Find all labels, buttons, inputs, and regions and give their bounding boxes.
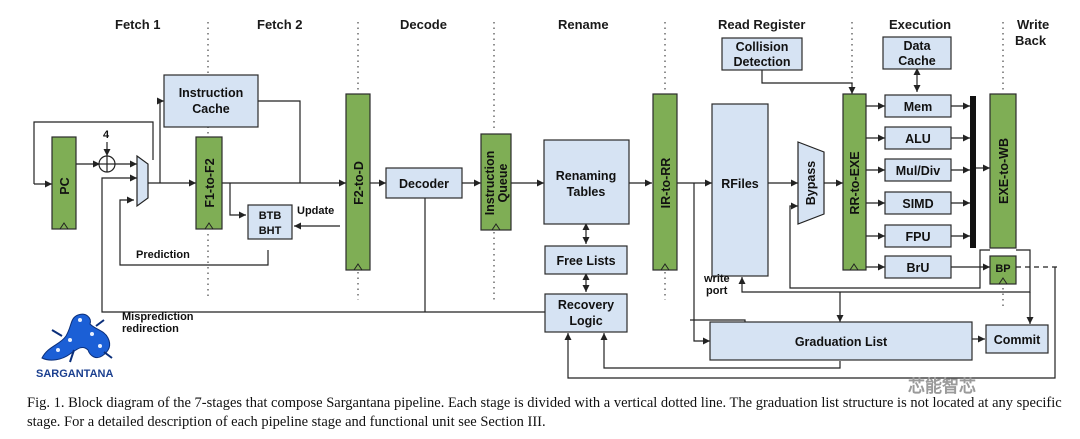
unit-alu: ALU <box>884 126 952 150</box>
svg-text:Graduation List: Graduation List <box>795 335 888 349</box>
exe-to-wb-register: EXE-to-WB <box>989 93 1017 249</box>
register-files: RFiles <box>711 103 769 277</box>
recovery-logic: Recovery Logic <box>544 293 628 333</box>
svg-text:BTB: BTB <box>259 210 282 222</box>
unit-mem: Mem <box>884 94 952 118</box>
bp-register: BP <box>989 255 1017 285</box>
svg-text:BP: BP <box>995 263 1010 275</box>
svg-text:EXE-to-WB: EXE-to-WB <box>997 138 1011 204</box>
svg-text:Recovery: Recovery <box>558 298 614 312</box>
stage-rename: Rename <box>558 17 609 32</box>
f1-to-f2-register: F1-to-F2 <box>195 136 223 230</box>
commit: Commit <box>985 324 1049 354</box>
svg-text:SIMD: SIMD <box>902 197 933 211</box>
rr-to-exe-register: RR-to-EXE <box>842 93 867 271</box>
svg-text:RFiles: RFiles <box>721 177 759 191</box>
svg-text:F2-to-D: F2-to-D <box>352 161 366 205</box>
svg-text:Commit: Commit <box>994 333 1041 347</box>
svg-text:FPU: FPU <box>906 230 931 244</box>
renaming-tables: Renaming Tables <box>543 139 630 225</box>
svg-text:BrU: BrU <box>907 261 930 275</box>
svg-text:Data: Data <box>903 39 931 53</box>
svg-text:ALU: ALU <box>905 132 931 146</box>
increment-label: 4 <box>103 129 110 141</box>
pipeline-diagram: Fetch 1 Fetch 2 Decode Rename Read Regis… <box>33 17 1060 380</box>
svg-text:F1-to-F2: F1-to-F2 <box>203 158 217 207</box>
unit-muldiv: Mul/Div <box>884 158 952 182</box>
stage-fetch1: Fetch 1 <box>115 17 161 32</box>
svg-text:Detection: Detection <box>734 55 791 69</box>
ir-to-rr-register: IR-to-RR <box>652 93 678 271</box>
svg-text:SARGANTANA: SARGANTANA <box>36 368 113 380</box>
svg-text:Mul/Div: Mul/Div <box>896 164 940 178</box>
stage-execution: Execution <box>889 17 951 32</box>
instruction-queue-register: Instruction Queue <box>480 133 512 231</box>
svg-text:Free Lists: Free Lists <box>556 254 615 268</box>
unit-bru: BrU <box>884 255 952 279</box>
pc-register: PC <box>51 136 77 230</box>
instruction-cache: Instruction Cache <box>163 74 259 128</box>
adder-icon <box>98 155 116 173</box>
update-label: Update <box>297 205 334 217</box>
svg-text:Renaming: Renaming <box>556 169 616 183</box>
svg-text:Mem: Mem <box>904 100 932 114</box>
stage-fetch2: Fetch 2 <box>257 17 303 32</box>
data-cache: Data Cache <box>882 36 952 70</box>
graduation-list: Graduation List <box>709 321 973 361</box>
stage-separators <box>207 22 1004 308</box>
misprediction-label-2: redirection <box>122 323 179 335</box>
svg-text:Logic: Logic <box>569 314 602 328</box>
write-port-label-1: write <box>703 273 730 285</box>
svg-text:Cache: Cache <box>898 54 936 68</box>
write-port-label-2: port <box>706 285 728 297</box>
svg-text:PC: PC <box>58 177 72 194</box>
svg-text:Instruction: Instruction <box>179 86 244 100</box>
svg-text:Bypass: Bypass <box>804 161 818 206</box>
wechat-watermark: 芯能智芯 <box>908 377 976 397</box>
svg-text:Instruction: Instruction <box>483 151 497 216</box>
bypass: Bypass <box>797 141 825 225</box>
stage-decode: Decode <box>400 17 447 32</box>
figure-caption: Fig. 1. Block diagram of the 7-stages th… <box>27 395 1062 430</box>
svg-text:RR-to-EXE: RR-to-EXE <box>848 151 862 214</box>
stage-read-register: Read Register <box>718 17 805 32</box>
unit-fpu: FPU <box>884 224 952 248</box>
svg-text:Tables: Tables <box>567 185 606 199</box>
misprediction-label-1: Misprediction <box>122 311 194 323</box>
btb-bht: BTB BHT <box>247 204 293 240</box>
result-bus <box>970 96 976 248</box>
unit-simd: SIMD <box>884 191 952 215</box>
wires <box>33 68 1060 379</box>
collision-detection: Collision Detection <box>721 37 803 71</box>
svg-text:Cache: Cache <box>192 102 230 116</box>
decoder: Decoder <box>385 167 463 199</box>
stage-back: Back <box>1015 33 1047 48</box>
svg-text:BHT: BHT <box>259 225 282 237</box>
free-lists: Free Lists <box>544 245 628 275</box>
svg-text:IR-to-RR: IR-to-RR <box>659 158 673 209</box>
svg-text:Collision: Collision <box>736 40 789 54</box>
svg-text:Queue: Queue <box>496 164 510 203</box>
f2-to-d-register: F2-to-D <box>345 93 371 271</box>
svg-text:Decoder: Decoder <box>399 177 449 191</box>
mux-icon <box>136 154 149 208</box>
sargantana-logo: SARGANTANA <box>36 313 113 380</box>
stage-write: Write <box>1017 17 1049 32</box>
prediction-label: Prediction <box>136 249 190 261</box>
